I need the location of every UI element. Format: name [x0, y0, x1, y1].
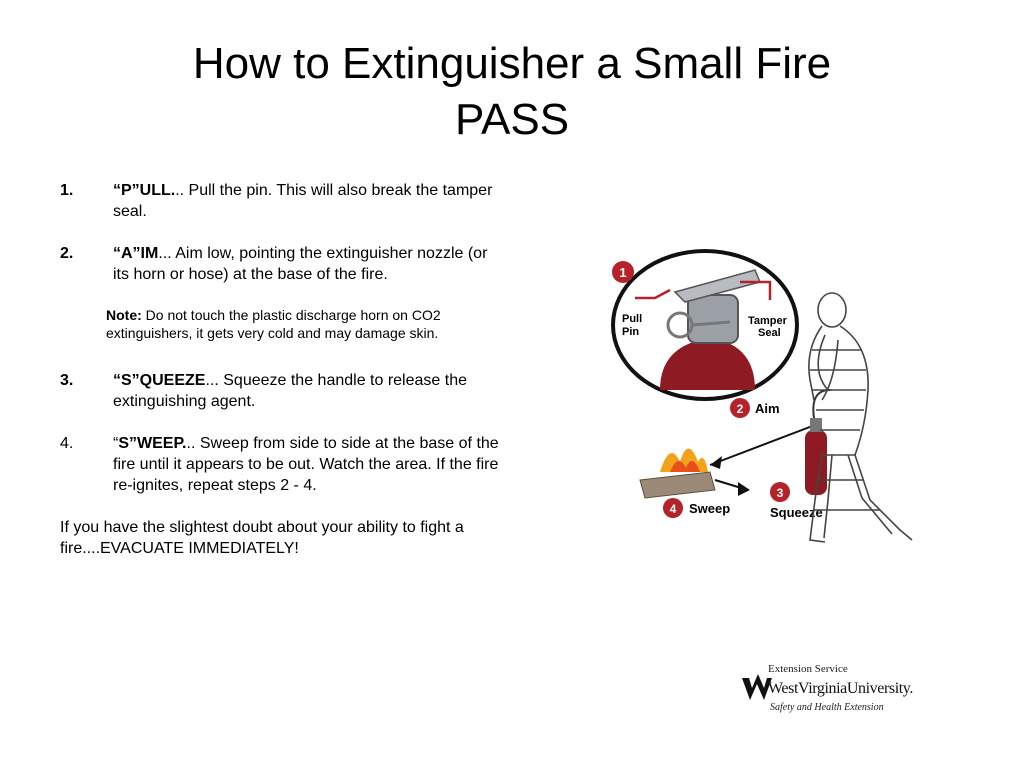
- extinguisher-icon: [805, 389, 831, 495]
- logo-line2: WestVirginiaUniversity.: [768, 680, 913, 697]
- slide-title-line1: How to Extinguisher a Small Fire: [192, 39, 832, 88]
- logo-line3: Safety and Health Extension: [770, 702, 884, 713]
- badge-3-number: 3: [777, 486, 784, 500]
- step-text: .. Pull the pin. This will also break th…: [113, 182, 493, 220]
- step-squeeze: 3. “S”QUEEZE... Squeeze the handle to re…: [60, 370, 500, 412]
- tamper-seal-label-1: Tamper: [748, 315, 788, 327]
- person-figure: [808, 292, 913, 543]
- note-text: Do not touch the plastic discharge horn …: [106, 307, 441, 341]
- badge-2: 2: [730, 398, 750, 418]
- step-text: ... Aim low, pointing the extinguisher n…: [113, 245, 488, 283]
- badge-4: 4: [663, 498, 683, 518]
- wvu-extension-logo: Extension Service WestVirginiaUniversity…: [738, 660, 958, 720]
- step-text: ... Squeeze the handle to release the ex…: [113, 372, 467, 410]
- note-lead: Note:: [106, 307, 142, 323]
- pull-pin-label-2: Pin: [622, 326, 639, 338]
- step-number: 3.: [60, 372, 74, 389]
- step-number: 4.: [60, 435, 74, 452]
- step-pull: 1. “P”ULL... Pull the pin. This will als…: [60, 180, 500, 222]
- note: Note: Do not touch the plastic discharge…: [106, 306, 498, 342]
- step-sweep: 4. “S”WEEP... Sweep from side to side at…: [60, 433, 500, 496]
- pin-detail-oval: [611, 249, 799, 401]
- closing-warning: If you have the slightest doubt about yo…: [60, 519, 464, 557]
- badge-1: 1: [612, 261, 634, 283]
- slide-title-line2: PASS: [454, 95, 570, 144]
- pass-illustration: 1 Pull Pin Tamper Seal 2 Aim 4 Sweep 3 S…: [611, 249, 913, 543]
- step-lead-prefix: “: [113, 435, 119, 452]
- step-aim: 2. “A”IM... Aim low, pointing the exting…: [60, 243, 500, 285]
- pull-pin-label-1: Pull: [622, 313, 642, 325]
- badge-2-number: 2: [737, 402, 744, 416]
- fire-icon: [639, 448, 716, 499]
- step-lead: “S”QUEEZE: [113, 372, 206, 389]
- step-lead: S”WEEP.: [118, 435, 187, 452]
- wv-logo-icon: [742, 674, 772, 700]
- squeeze-label: Squeeze: [770, 505, 823, 520]
- logo-line1: Extension Service: [768, 663, 848, 675]
- tamper-seal-label-2: Seal: [758, 327, 781, 339]
- step-lead: “P”ULL.: [113, 182, 176, 199]
- slide-title: How to Extinguisher a Small Fire PASS: [0, 36, 1024, 148]
- badge-3: 3: [770, 482, 790, 502]
- badge-4-number: 4: [670, 502, 677, 516]
- step-number: 2.: [60, 245, 74, 262]
- step-lead: “A”IM: [113, 245, 159, 262]
- badge-1-number: 1: [619, 265, 626, 280]
- step-text: .. Sweep from side to side at the base o…: [113, 435, 499, 494]
- steps-list: 1. “P”ULL... Pull the pin. This will als…: [60, 180, 500, 559]
- sweep-label: Sweep: [689, 501, 730, 516]
- step-number: 1.: [60, 182, 74, 199]
- aim-label: Aim: [755, 401, 780, 416]
